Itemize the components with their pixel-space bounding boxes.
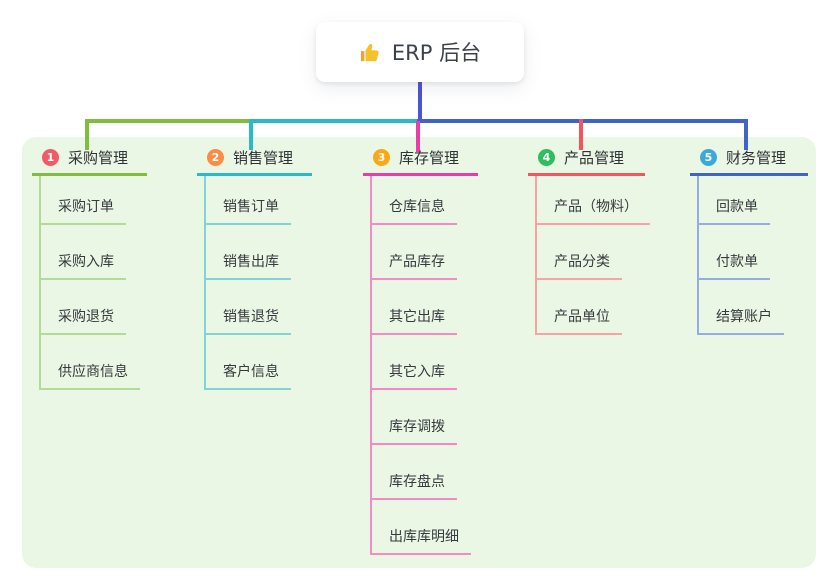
- branch-children-purchase: 采购订单 采购入库 采购退货 供应商信息: [39, 176, 140, 390]
- node-outbound-detail[interactable]: 出库库明细: [372, 500, 471, 555]
- node-purchase-order[interactable]: 采购订单: [41, 176, 126, 225]
- branch-label-finance: 财务管理: [726, 149, 787, 167]
- node-product-unit[interactable]: 产品单位: [537, 280, 622, 335]
- node-warehouse-info[interactable]: 仓库信息: [372, 176, 457, 225]
- node-receipt-bill[interactable]: 回款单: [699, 176, 770, 225]
- branch-label-purchase: 采购管理: [68, 149, 129, 167]
- node-sales-outbound[interactable]: 销售出库: [206, 225, 291, 280]
- branches-background-panel: [22, 137, 816, 568]
- node-payment-bill[interactable]: 付款单: [699, 225, 770, 280]
- branch-header-sales[interactable]: 2 销售管理: [197, 147, 312, 176]
- node-customer-info[interactable]: 客户信息: [206, 335, 291, 390]
- connector-drop-finance: [744, 119, 748, 150]
- node-sales-return[interactable]: 销售退货: [206, 280, 291, 335]
- connector-drop-purchase: [85, 119, 89, 150]
- branch-label-sales: 销售管理: [233, 149, 294, 167]
- branch-badge-3: 3: [373, 149, 390, 166]
- connector-root-drop: [418, 80, 422, 122]
- connector-bus-sales: [249, 119, 419, 123]
- root-node-erp[interactable]: ERP 后台: [316, 22, 524, 82]
- node-product-material[interactable]: 产品（物料）: [537, 176, 650, 225]
- node-other-inbound[interactable]: 其它入库: [372, 335, 457, 390]
- node-product-stock[interactable]: 产品库存: [372, 225, 457, 280]
- branch-badge-5: 5: [700, 149, 717, 166]
- node-sales-order[interactable]: 销售订单: [206, 176, 291, 225]
- branch-header-purchase[interactable]: 1 采购管理: [32, 147, 147, 176]
- connector-bus-purchase: [85, 119, 253, 123]
- branch-badge-1: 1: [42, 149, 59, 166]
- branch-purchase: 1 采购管理 采购订单 采购入库 采购退货 供应商信息: [32, 147, 147, 390]
- branch-finance: 5 财务管理 回款单 付款单 结算账户: [690, 147, 808, 335]
- node-settlement-account[interactable]: 结算账户: [699, 280, 784, 335]
- branch-inventory: 3 库存管理 仓库信息 产品库存 其它出库 其它入库 库存调拨 库存盘点 出库库…: [363, 147, 478, 555]
- node-other-outbound[interactable]: 其它出库: [372, 280, 457, 335]
- root-node-label: ERP 后台: [391, 41, 482, 65]
- branch-children-finance: 回款单 付款单 结算账户: [697, 176, 784, 335]
- connector-drop-product: [579, 119, 583, 150]
- branch-header-product[interactable]: 4 产品管理: [528, 147, 645, 176]
- branch-label-product: 产品管理: [564, 149, 625, 167]
- node-stock-count[interactable]: 库存盘点: [372, 445, 457, 500]
- connector-drop-sales: [249, 119, 253, 150]
- thumbs-up-icon: [359, 41, 382, 64]
- branch-badge-2: 2: [207, 149, 224, 166]
- node-supplier-info[interactable]: 供应商信息: [41, 335, 140, 390]
- node-purchase-inbound[interactable]: 采购入库: [41, 225, 126, 280]
- node-stock-transfer[interactable]: 库存调拨: [372, 390, 457, 445]
- branch-children-sales: 销售订单 销售出库 销售退货 客户信息: [204, 176, 291, 390]
- branch-badge-4: 4: [538, 149, 555, 166]
- branch-product: 4 产品管理 产品（物料） 产品分类 产品单位: [528, 147, 650, 335]
- node-purchase-return[interactable]: 采购退货: [41, 280, 126, 335]
- branch-children-product: 产品（物料） 产品分类 产品单位: [535, 176, 650, 335]
- connector-drop-inventory: [416, 121, 420, 152]
- branch-label-inventory: 库存管理: [399, 149, 460, 167]
- branch-children-inventory: 仓库信息 产品库存 其它出库 其它入库 库存调拨 库存盘点 出库库明细: [370, 176, 471, 555]
- branch-header-finance[interactable]: 5 财务管理: [690, 147, 808, 176]
- branch-header-inventory[interactable]: 3 库存管理: [363, 147, 478, 176]
- branch-sales: 2 销售管理 销售订单 销售出库 销售退货 客户信息: [197, 147, 312, 390]
- node-product-category[interactable]: 产品分类: [537, 225, 622, 280]
